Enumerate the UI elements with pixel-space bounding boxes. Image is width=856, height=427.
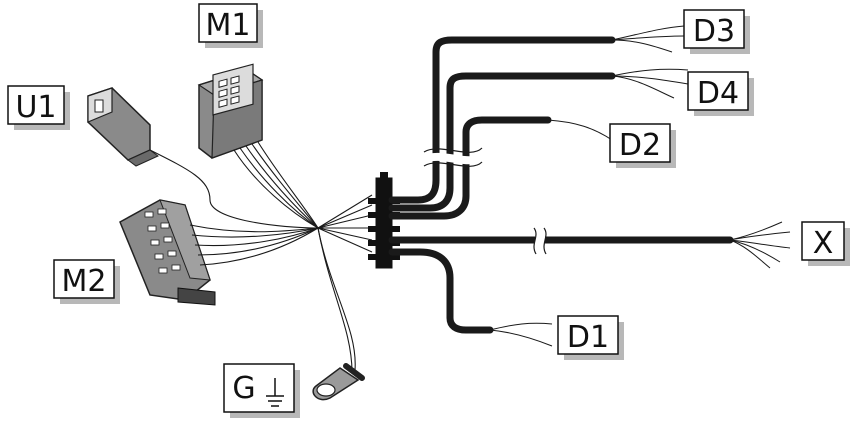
label-x-text: X — [813, 226, 834, 261]
cable-d4 — [388, 72, 616, 212]
ground-symbol-icon — [266, 378, 284, 407]
label-g: G — [223, 363, 300, 418]
grommet-block — [368, 172, 400, 269]
label-m1: M1 — [198, 3, 263, 48]
connector-m1 — [197, 63, 264, 159]
cable-end-wires — [489, 25, 791, 347]
label-d1: D1 — [557, 315, 624, 360]
connector-u1 — [87, 87, 159, 167]
label-m1-text: M1 — [206, 8, 251, 43]
label-d2-text: D2 — [619, 128, 661, 163]
label-u1: U1 — [7, 85, 70, 130]
label-d4-text: D4 — [697, 76, 739, 111]
thin-wire-bundle — [149, 141, 373, 373]
ground-ring-terminal — [312, 363, 365, 401]
label-m2-text: M2 — [62, 264, 107, 299]
label-x: X — [801, 221, 850, 266]
connector-m2 — [119, 199, 216, 306]
cable-d3 — [388, 36, 616, 204]
label-d3: D3 — [683, 9, 750, 54]
label-m2: M2 — [53, 259, 120, 304]
label-d2: D2 — [609, 123, 676, 168]
label-d4: D4 — [687, 71, 754, 116]
label-u1-text: U1 — [15, 90, 56, 125]
label-d3-text: D3 — [693, 14, 735, 49]
label-d1-text: D1 — [567, 320, 609, 355]
label-g-text: G — [232, 371, 255, 406]
cable-break-marks — [421, 147, 547, 255]
cable-d1 — [388, 248, 494, 334]
